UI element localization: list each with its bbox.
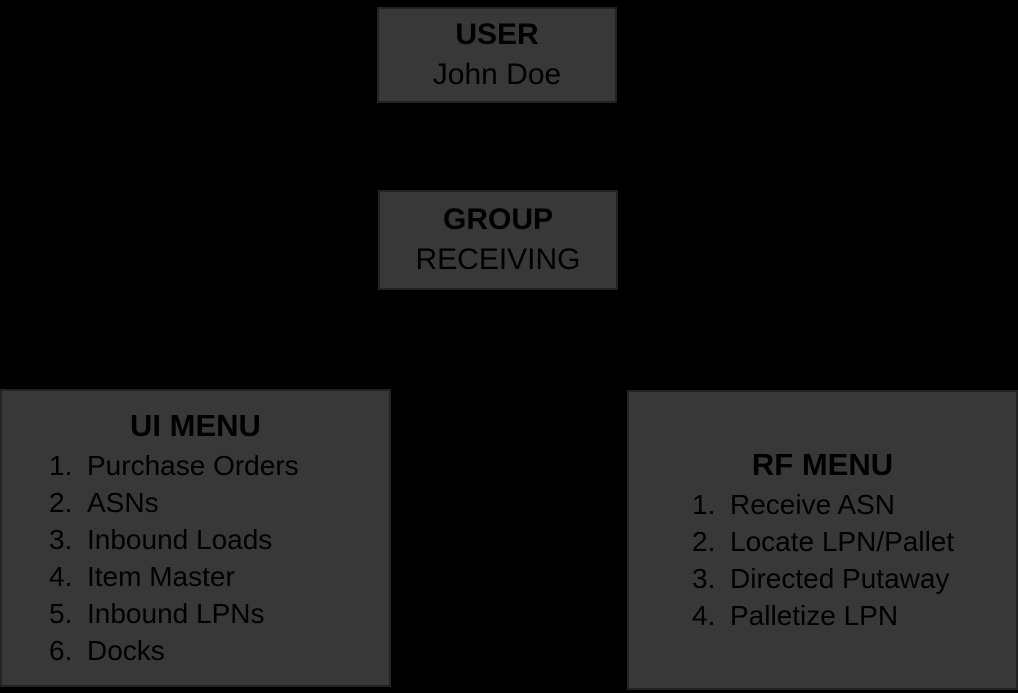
- ui-menu-item-purchase-orders: 1. Purchase Orders: [49, 447, 389, 484]
- menu-item-label: Palletize LPN: [730, 600, 899, 631]
- menu-item-number: 5.: [49, 598, 73, 629]
- ui-menu-item-inbound-lpns: 5. Inbound LPNs: [49, 595, 389, 632]
- rf-menu-item-locate-lpn-pallet: 2. Locate LPN/Pallet: [692, 523, 1016, 560]
- menu-item-label: ASNs: [87, 487, 159, 518]
- user-box-title: USER: [455, 18, 539, 51]
- menu-item-number: 1.: [692, 489, 716, 520]
- menu-item-number: 4.: [49, 561, 73, 592]
- rf-menu-box: RF MENU 1. Receive ASN 2. Locate LPN/Pal…: [627, 390, 1018, 690]
- menu-item-number: 1.: [49, 450, 73, 481]
- menu-item-number: 3.: [49, 524, 73, 555]
- menu-item-label: Directed Putaway: [730, 563, 950, 594]
- group-box-title: GROUP: [442, 203, 553, 236]
- menu-item-label: Receive ASN: [730, 489, 895, 520]
- ui-menu-title: UI MENU: [130, 408, 261, 443]
- menu-item-number: 2.: [692, 526, 716, 557]
- rf-menu-title: RF MENU: [751, 447, 894, 482]
- menu-item-label: Purchase Orders: [87, 450, 299, 481]
- menu-item-label: Locate LPN/Pallet: [730, 526, 955, 557]
- group-box: GROUP RECEIVING: [378, 190, 618, 290]
- user-box: USER John Doe: [377, 7, 617, 103]
- rf-menu-list: 1. Receive ASN 2. Locate LPN/Pallet 3. D…: [629, 486, 1016, 634]
- ui-menu-list: 1. Purchase Orders 2. ASNs 3. Inbound Lo…: [2, 447, 389, 669]
- rf-menu-item-palletize-lpn: 4. Palletize LPN: [692, 597, 1016, 634]
- menu-item-number: 6.: [49, 635, 73, 666]
- menu-item-number: 3.: [692, 563, 716, 594]
- group-box-value: RECEIVING: [415, 243, 581, 276]
- menu-item-number: 2.: [49, 487, 73, 518]
- menu-item-label: Item Master: [87, 561, 235, 592]
- user-box-value: John Doe: [432, 58, 562, 91]
- menu-item-label: Inbound LPNs: [87, 598, 265, 629]
- ui-menu-item-inbound-loads: 3. Inbound Loads: [49, 521, 389, 558]
- menu-item-label: Docks: [87, 635, 165, 666]
- menu-item-label: Inbound Loads: [87, 524, 273, 555]
- ui-menu-box: UI MENU 1. Purchase Orders 2. ASNs 3. In…: [0, 389, 391, 687]
- ui-menu-item-asns: 2. ASNs: [49, 484, 389, 521]
- rf-menu-item-receive-asn: 1. Receive ASN: [692, 486, 1016, 523]
- menu-item-number: 4.: [692, 600, 716, 631]
- ui-menu-item-item-master: 4. Item Master: [49, 558, 389, 595]
- ui-menu-item-docks: 6. Docks: [49, 632, 389, 669]
- rf-menu-item-directed-putaway: 3. Directed Putaway: [692, 560, 1016, 597]
